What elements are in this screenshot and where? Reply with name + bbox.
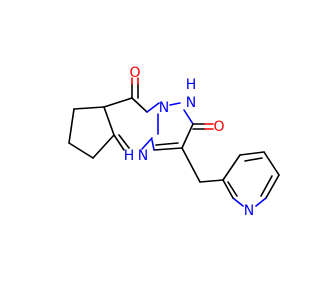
bond <box>169 102 181 106</box>
bond <box>68 108 75 144</box>
hydrogen-bottom-label: H <box>124 148 135 164</box>
nitrogen-bottom-label: N <box>138 148 148 164</box>
bond <box>239 151 265 156</box>
nitrogen-bridge-label: N <box>159 100 169 116</box>
bond <box>260 175 273 197</box>
bond <box>181 147 201 183</box>
bond <box>155 142 179 146</box>
bond <box>232 197 244 207</box>
bond <box>244 157 263 162</box>
hydrogen-top-label: H <box>186 77 197 93</box>
nitrogen-pyridine-label: N <box>244 203 254 219</box>
bond <box>227 181 238 197</box>
bond <box>68 142 94 159</box>
bond <box>183 109 194 125</box>
bond <box>181 123 194 149</box>
bond <box>151 139 155 151</box>
bond <box>113 134 125 151</box>
bond <box>255 197 267 207</box>
bond <box>92 134 115 159</box>
bond <box>131 97 148 113</box>
atom-labels: O O H N N N H N <box>124 65 255 219</box>
nitrogen-pyrazole-label: N <box>186 95 196 111</box>
bond <box>222 179 234 199</box>
oxygen-right-label: O <box>213 119 224 135</box>
bond <box>265 174 280 199</box>
pyrazolone-ring <box>151 102 214 151</box>
cyclopentane-ring <box>68 106 115 159</box>
bond <box>153 147 183 151</box>
bond <box>118 134 130 149</box>
molecule-diagram: O O H N N N H N <box>68 65 280 219</box>
pyrimidinone-ring <box>103 77 160 151</box>
bond <box>263 151 280 176</box>
bond <box>141 137 153 150</box>
oxygen-top-label: O <box>129 65 140 81</box>
bond <box>103 106 115 136</box>
bond <box>199 179 224 183</box>
bond <box>73 106 105 110</box>
bond <box>222 154 241 181</box>
bond <box>146 102 160 113</box>
pyridine-substituent <box>181 147 280 207</box>
bond <box>103 97 133 108</box>
